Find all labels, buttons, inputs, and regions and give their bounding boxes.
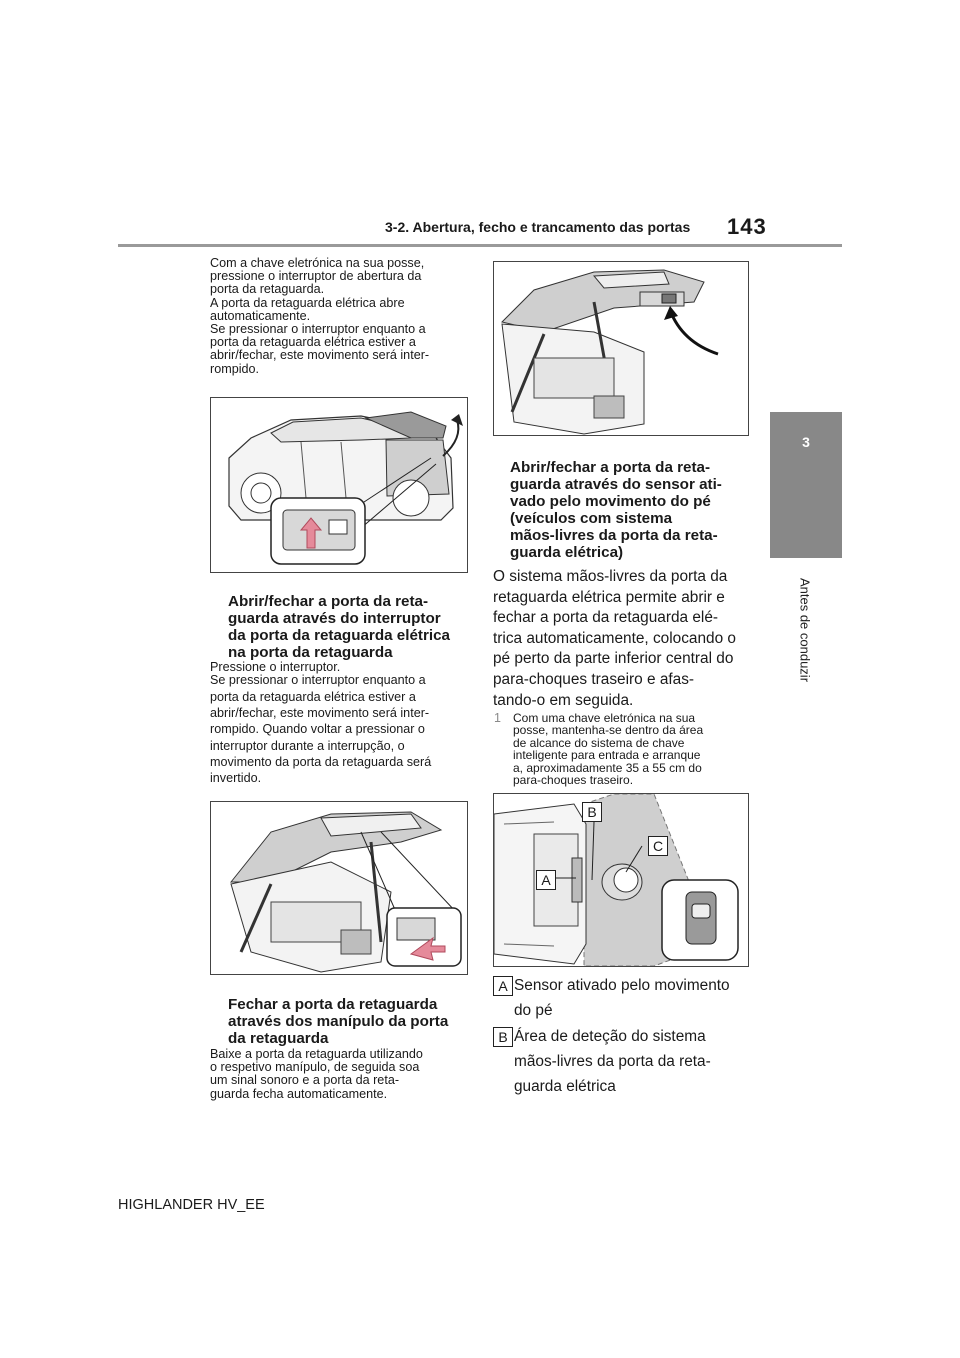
text-line: tando-o em seguida. xyxy=(493,691,634,709)
figure-label-c: C xyxy=(648,836,668,856)
text-line: invertido. xyxy=(210,771,262,786)
text-line: mãos-livres da porta da reta- xyxy=(514,1053,711,1070)
footer-model: HIGHLANDER HV_EE xyxy=(118,1197,265,1213)
figure-tailgate-button xyxy=(493,261,749,436)
heading-switch: Abrir/fechar a porta da reta- guarda atr… xyxy=(228,593,473,661)
figure-label-a: A xyxy=(536,870,556,890)
text-line: porta da retaguarda elétrica estiver a xyxy=(210,335,416,350)
text-line: para-choques traseiro e afas- xyxy=(493,670,695,688)
text-line: de alcance do sistema de chave xyxy=(513,735,685,750)
legend-text-a: Sensor ativado pelo movimento do pé xyxy=(514,973,754,1023)
text-line: guarda elétrica xyxy=(514,1078,616,1095)
heading-line: Abrir/fechar a porta da reta- xyxy=(228,593,429,610)
text-line: do pé xyxy=(514,1002,553,1019)
legend-label-b: B xyxy=(493,1027,513,1047)
text-line: rompido. xyxy=(210,361,259,376)
text-line: posse, mantenha-se dentro da área xyxy=(513,723,704,738)
page-number: 143 xyxy=(727,214,767,239)
heading-line: da porta da retaguarda elétrica xyxy=(228,627,450,644)
open-tailgate-illustration xyxy=(229,811,462,973)
text-line: Com a chave eletrónica na sua posse, xyxy=(210,256,425,270)
header-rule xyxy=(118,244,842,247)
text-line: fechar a porta da retaguarda elé- xyxy=(493,609,719,627)
step-number: 1 xyxy=(494,711,501,725)
text-line: rompido. Quando voltar a pressionar o xyxy=(210,722,425,737)
text-line: abrir/fechar, este movimento será inter- xyxy=(210,348,430,363)
heading-line: guarda através do sensor ati- xyxy=(510,476,722,493)
intro-paragraph: Com a chave eletrónica na sua posse, pre… xyxy=(210,256,470,376)
paragraph-handle: Baixe a porta da retaguarda utilizando o… xyxy=(210,1047,470,1101)
vehicle-rear-illustration xyxy=(228,411,463,565)
text-line: O sistema mãos-livres da porta da xyxy=(493,568,728,585)
text-line: Se pressionar o interruptor enquanto a xyxy=(210,673,426,687)
text-line: A porta da retaguarda elétrica abre xyxy=(210,295,405,310)
heading-line: através dos manípulo da porta xyxy=(228,1013,449,1030)
text-line: o respetivo manípulo, de seguida soa xyxy=(210,1060,420,1075)
text-line: um sinal sonoro e a porta da reta- xyxy=(210,1073,400,1088)
text-line: interruptor durante a interrupção, o xyxy=(210,738,405,753)
figure-detection-area: B C A xyxy=(493,793,749,967)
step-1: 1 Com uma chave eletrónica na sua posse,… xyxy=(494,711,753,788)
text-line: abrir/fechar, este movimento será inter- xyxy=(210,706,430,721)
chapter-tab[interactable]: 3 xyxy=(770,412,842,558)
heading-line: na porta da retaguarda xyxy=(228,644,393,661)
text-line: porta da retaguarda. xyxy=(210,282,325,297)
text-line: guarda fecha automaticamente. xyxy=(210,1086,388,1101)
text-line: trica automaticamente, colocando o xyxy=(493,629,736,647)
heading-line: vado pelo movimento do pé xyxy=(510,493,711,510)
heading-foot-sensor: Abrir/fechar a porta da reta- guarda atr… xyxy=(510,459,750,561)
text-line: Sensor ativado pelo movimento xyxy=(514,977,730,994)
heading-line: guarda elétrica) xyxy=(510,544,624,561)
paragraph-switch: Pressione o interruptor. Se pressionar o… xyxy=(210,661,470,786)
figure-tailgate-switch xyxy=(210,397,468,573)
text-line: Baixe a porta da retaguarda utilizando xyxy=(210,1047,423,1061)
heading-line: Abrir/fechar a porta da reta- xyxy=(510,459,711,476)
legend-label-a: A xyxy=(493,976,513,996)
text-line: pé perto da parte inferior central do xyxy=(493,650,734,668)
heading-line: guarda através do interruptor xyxy=(228,610,441,627)
chapter-title: Antes de conduzir xyxy=(795,560,815,700)
text-line: Pressione o interruptor. xyxy=(210,660,341,674)
figure-tailgate-handle xyxy=(210,801,468,975)
text-line: Se pressionar o interruptor enquanto a xyxy=(210,322,426,337)
paragraph-foot-sensor: O sistema mãos-livres da porta da retagu… xyxy=(493,567,753,711)
heading-handle: Fechar a porta da retaguarda através dos… xyxy=(228,996,473,1047)
text-line: para-choques traseiro. xyxy=(513,773,634,788)
text-line: inteligente para entrada e arranque xyxy=(513,748,701,763)
text-line: automaticamente. xyxy=(210,308,311,323)
heading-line: mãos-livres da porta da reta- xyxy=(510,527,718,544)
text-line: Com uma chave eletrónica na sua xyxy=(513,711,696,725)
tailgate-interior-illustration xyxy=(501,269,719,435)
heading-line: Fechar a porta da retaguarda xyxy=(228,996,438,1013)
text-line: a, aproximadamente 35 a 55 cm do xyxy=(513,760,702,775)
detection-area-illustration xyxy=(494,794,739,966)
heading-line: (veículos com sistema xyxy=(510,510,673,527)
chapter-title-text: Antes de conduzir xyxy=(797,577,813,683)
text-line: movimento da porta da retaguarda será xyxy=(210,754,432,769)
figure-label-b: B xyxy=(582,802,602,822)
text-line: porta da retaguarda elétrica estiver a xyxy=(210,690,416,704)
text-line: retaguarda elétrica permite abrir e xyxy=(493,588,725,606)
text-line: pressione o interruptor de abertura da xyxy=(210,269,422,284)
text-line: Área de deteção do sistema xyxy=(514,1028,706,1045)
heading-line: da retaguarda xyxy=(228,1030,329,1047)
legend-text-b: Área de deteção do sistema mãos-livres d… xyxy=(514,1024,754,1099)
section-title: 3-2. Abertura, fecho e trancamento das p… xyxy=(385,219,691,235)
